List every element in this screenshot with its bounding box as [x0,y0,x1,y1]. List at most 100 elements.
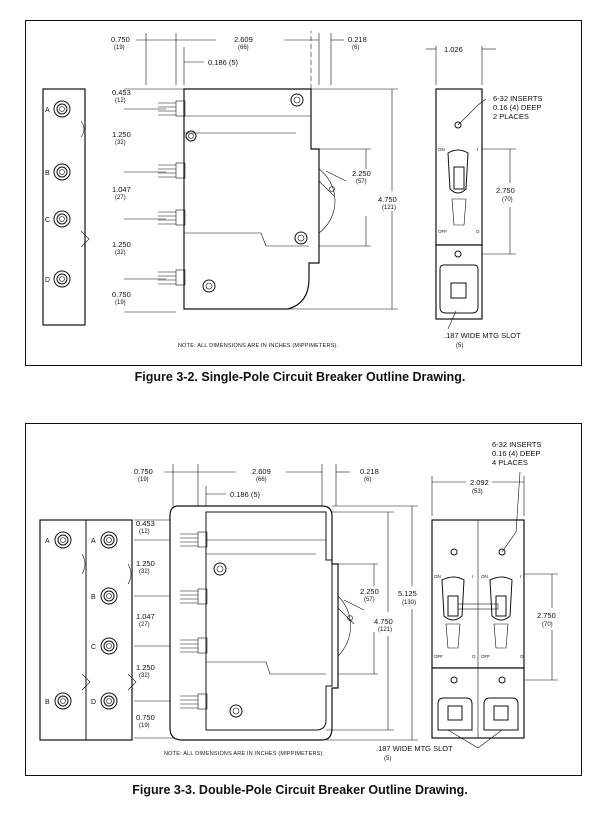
figure-single-pole: A B C D 0.453 (12) 1.250 (32) 1.047 (27)… [25,20,582,366]
breaker-front-view: 1.026 ON I OFF O 6-32 INSERTS 0.16 (4) D… [426,45,542,349]
terminal-label: C [45,217,50,224]
breaker-front-view: 6-32 INSERTS 0.16 (4) DEEP 4 PLACES 2.09… [376,440,558,762]
terminal-label: D [45,277,50,284]
terminal-label: A [45,107,50,114]
dim-v2-mm: (32) [139,569,150,575]
dim-v4: 1.250 [112,240,131,249]
dim-h-side-mm: (70) [542,622,553,628]
terminal-mid-b: B [91,587,118,605]
double-pole-drawing: A B A B C D 0.453 (12) 1.250 (32) 1.047 … [39,440,558,762]
dim-v3-mm: (27) [115,195,126,201]
dim-top-right: 0.218 [360,467,379,476]
dim-v4-mm: (32) [115,250,126,256]
slot-label: .187 WIDE MTG SLOT [376,744,453,753]
dim-top-mid-mm: (66) [256,477,267,483]
on-mark: I [477,147,478,152]
terminal-c: C [45,210,71,228]
dim-h-side: 2.750 [496,186,515,195]
dim-v3: 1.047 [136,612,155,621]
dim-v3: 1.047 [112,185,131,194]
terminal-left-a: A [45,531,72,549]
terminal-left-b: B [45,692,72,710]
dim-width: 2.092 [470,478,489,487]
dim-h-side: 2.750 [537,611,556,620]
dim-v3-mm: (27) [139,622,150,628]
slot-label: .187 WIDE MTG SLOT [444,331,521,340]
vertical-dimensions: 0.453 (12) 1.250 (32) 1.047 (27) 1.250 (… [134,519,186,739]
dim-top-left-mm: (19) [114,45,125,51]
dim-h-total: 5.125 [398,589,417,598]
dim-v1-mm: (12) [115,98,126,104]
dim-h-total-mm: (130) [402,600,416,606]
off-mark: O [472,654,476,659]
slot-label-mm: (5) [456,343,463,349]
terminal-label: B [91,594,96,601]
off-mark-2: O [520,654,524,659]
terminal-label: D [91,699,96,706]
inserts-line3: 2 PLACES [493,112,529,121]
dim-h-inner-mm: (57) [364,597,375,603]
dim-top-right: 0.218 [348,35,367,44]
terminal-label: A [45,538,50,545]
terminal-mid-a: A [91,531,118,549]
dim-top-right-mm: (6) [352,45,359,51]
dim-v4: 1.250 [136,663,155,672]
terminal-label: A [91,538,96,545]
terminal-b: B [45,163,71,181]
terminal-d: D [45,270,71,288]
dim-h-mid-mm: (121) [378,627,392,633]
off-label: OFF [438,229,447,234]
inserts-line2: 0.16 (4) DEEP [493,103,541,112]
on-label: ON [438,147,445,152]
dim-v5: 0.750 [112,290,131,299]
dim-h-inner: 2.250 [360,587,379,596]
terminal-label: B [45,699,50,706]
dim-top-left: 0.750 [111,35,130,44]
on-mark: I [472,574,473,579]
figure-double-pole: A B A B C D 0.453 (12) 1.250 (32) 1.047 … [25,423,582,776]
single-pole-drawing: A B C D 0.453 (12) 1.250 (32) 1.047 (27)… [42,31,542,349]
dim-h-inner-mm: (57) [356,179,367,185]
breaker-side-view [158,31,347,310]
inserts-line3: 4 PLACES [492,458,528,467]
dim-v5: 0.750 [136,713,155,722]
top-dimensions: 0.750 (19) 2.609 (66) 0.218 (6) 0.186 (5… [134,464,379,506]
dim-v1: 0.453 [112,88,131,97]
breaker-side-view [169,505,365,741]
off-mark: O [476,229,480,234]
dim-v2-mm: (32) [115,140,126,146]
terminal-mid-d: D [91,692,118,710]
height-dimensions: 2.250 (57) 4.750 (121) 5.125 (130) [326,505,418,741]
dim-h-total: 4.750 [378,195,397,204]
dimension-note: NOTE: ALL DIMENSIONS ARE IN INCHES (MIPP… [178,343,339,349]
on-label-2: ON [481,574,488,579]
dim-v2: 1.250 [112,130,131,139]
dim-v1: 0.453 [136,519,155,528]
dim-top-right-mm: (6) [364,477,371,483]
terminal-panel [42,88,86,326]
dim-top-mid: 2.609 [234,35,253,44]
height-dimensions: 2.250 (57) 4.750 (121) [288,88,398,310]
top-dimensions: 0.750 (19) 2.609 (66) 0.218 (6) 0.186 (5… [111,33,367,85]
dim-v5-mm: (19) [139,723,150,729]
dim-offset: 0.186 (5) [208,58,239,67]
dim-top-left-mm: (19) [138,477,149,483]
terminal-label: C [91,644,96,651]
dim-v1-mm: (12) [139,529,150,535]
vertical-dimensions: 0.453 (12) 1.250 (32) 1.047 (27) 1.250 (… [112,88,191,313]
inserts-line1: 6-32 INSERTS [493,94,542,103]
terminal-label: B [45,170,50,177]
dim-width: 1.026 [444,45,463,54]
dim-v5-mm: (19) [115,300,126,306]
figure-caption-2: Figure 3-3. Double-Pole Circuit Breaker … [132,783,468,797]
figure-caption-1: Figure 3-2. Single-Pole Circuit Breaker … [134,370,466,384]
off-label-2: OFF [481,654,490,659]
dim-h-mid: 4.750 [374,617,393,626]
dimension-note: NOTE: ALL DIMENSIONS ARE IN INCHES (MIPP… [164,751,325,757]
terminal-mid-c: C [91,637,118,655]
inserts-line2: 0.16 (4) DEEP [492,449,540,458]
dim-h-inner: 2.250 [352,169,371,178]
dim-top-left: 0.750 [134,467,153,476]
dim-h-side-mm: (70) [502,197,513,203]
on-label: ON [434,574,441,579]
